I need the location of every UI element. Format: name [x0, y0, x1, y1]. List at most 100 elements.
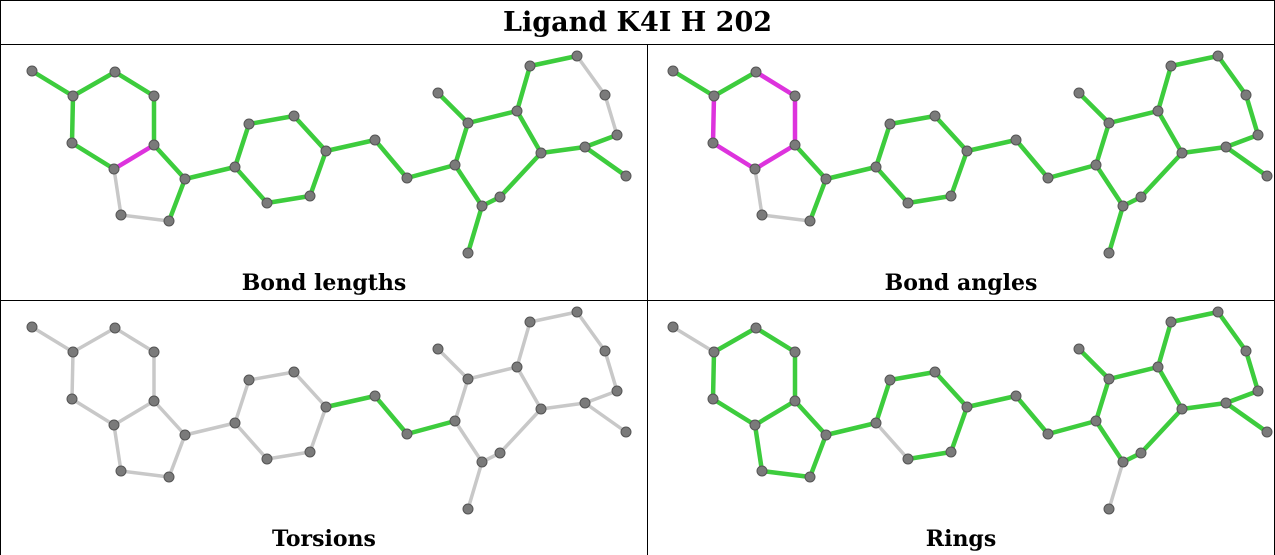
bond-22 — [465, 108, 520, 126]
bond-22 — [1106, 364, 1161, 382]
atom-23 — [599, 345, 611, 357]
bond-20 — [1045, 162, 1099, 181]
atom-19 — [1103, 117, 1115, 129]
bond-32 — [539, 401, 587, 411]
atom-6 — [707, 393, 719, 405]
bond-11 — [823, 420, 879, 438]
bond-13 — [246, 113, 297, 127]
bond-5 — [69, 140, 117, 172]
bond-30 — [603, 93, 619, 137]
atom-0 — [667, 65, 679, 77]
bond-28 — [528, 310, 579, 324]
atom-18 — [449, 415, 461, 427]
atom-13 — [961, 401, 973, 413]
bond-32 — [538, 144, 588, 156]
atom-11 — [243, 118, 255, 130]
atom-24 — [1252, 385, 1264, 397]
atom-7 — [756, 209, 768, 221]
bond-23 — [514, 108, 544, 156]
atom-14 — [304, 190, 316, 202]
bond-23 — [1155, 364, 1185, 412]
bond-12 — [873, 121, 893, 170]
atom-27 — [1135, 447, 1147, 459]
atom-28 — [1117, 200, 1129, 212]
bond-20 — [404, 418, 458, 437]
bond-13 — [247, 370, 296, 382]
bond-33 — [583, 401, 628, 434]
molecule-diagram-bond-lengths — [26, 50, 632, 259]
atom-9 — [179, 429, 191, 441]
atom-8 — [804, 471, 816, 483]
atom-17 — [1042, 172, 1054, 184]
atom-13 — [320, 145, 332, 157]
bond-5 — [710, 396, 758, 428]
caption-rings: Rings — [925, 526, 997, 552]
atom-3 — [148, 346, 160, 358]
bond-20 — [1045, 418, 1099, 437]
atom-10 — [229, 161, 241, 173]
bond-35 — [466, 460, 484, 511]
bond-13 — [887, 113, 938, 127]
caption-torsions: Torsions — [272, 526, 376, 552]
atom-31 — [1103, 503, 1115, 515]
bond-22 — [466, 365, 519, 381]
bond-19 — [372, 137, 410, 181]
bond-30 — [1243, 92, 1261, 138]
atom-29 — [620, 170, 632, 182]
bond-35 — [1106, 203, 1126, 256]
atom-19 — [1103, 373, 1115, 385]
atom-9 — [820, 173, 832, 185]
bond-9 — [807, 176, 829, 224]
bond-7 — [112, 167, 123, 217]
bond-32 — [1179, 400, 1229, 412]
bond-6 — [69, 93, 76, 146]
bond-27 — [1155, 63, 1174, 114]
bond-14 — [932, 113, 970, 154]
atom-21 — [524, 316, 536, 328]
atom-24 — [611, 385, 623, 397]
atom-15 — [261, 197, 273, 209]
atom-17 — [401, 428, 413, 440]
atom-25 — [579, 397, 591, 409]
bond-14 — [291, 113, 329, 154]
atom-30 — [1073, 343, 1085, 355]
bond-24 — [498, 407, 543, 455]
molecule-diagram-bond-angles — [667, 50, 1273, 259]
bond-14 — [932, 369, 970, 410]
atom-2 — [750, 66, 762, 78]
atom-15 — [902, 453, 914, 465]
atom-27 — [494, 191, 506, 203]
atom-26 — [1176, 147, 1188, 159]
bond-31 — [1223, 132, 1261, 150]
bond-33 — [582, 144, 629, 179]
atom-14 — [304, 446, 316, 458]
bond-10 — [152, 399, 187, 437]
divider-middle — [0, 300, 1275, 301]
atom-23 — [1240, 89, 1252, 101]
bond-19 — [372, 393, 410, 437]
bond-7 — [752, 422, 765, 474]
bond-6 — [710, 349, 717, 402]
bond-35 — [1107, 460, 1125, 511]
atom-0 — [26, 321, 38, 333]
bond-26 — [1093, 418, 1126, 465]
bond-6 — [710, 93, 717, 146]
bond-28 — [527, 53, 580, 69]
atom-17 — [401, 172, 413, 184]
bond-29 — [575, 310, 607, 353]
atom-23 — [1240, 345, 1252, 357]
molecule-diagram-rings — [667, 306, 1273, 515]
divider-title — [0, 44, 1275, 45]
molecule-diagram-torsions — [26, 306, 632, 515]
bond-7 — [112, 423, 123, 473]
bond-9 — [167, 433, 187, 479]
atom-25 — [579, 141, 591, 153]
atom-18 — [1090, 159, 1102, 171]
bond-15 — [948, 404, 970, 455]
atom-12 — [929, 366, 941, 378]
bond-31 — [1223, 388, 1261, 406]
caption-bond-angles: Bond angles — [884, 270, 1038, 296]
bond-23 — [515, 365, 543, 411]
atom-10 — [229, 417, 241, 429]
bond-8 — [759, 468, 813, 480]
